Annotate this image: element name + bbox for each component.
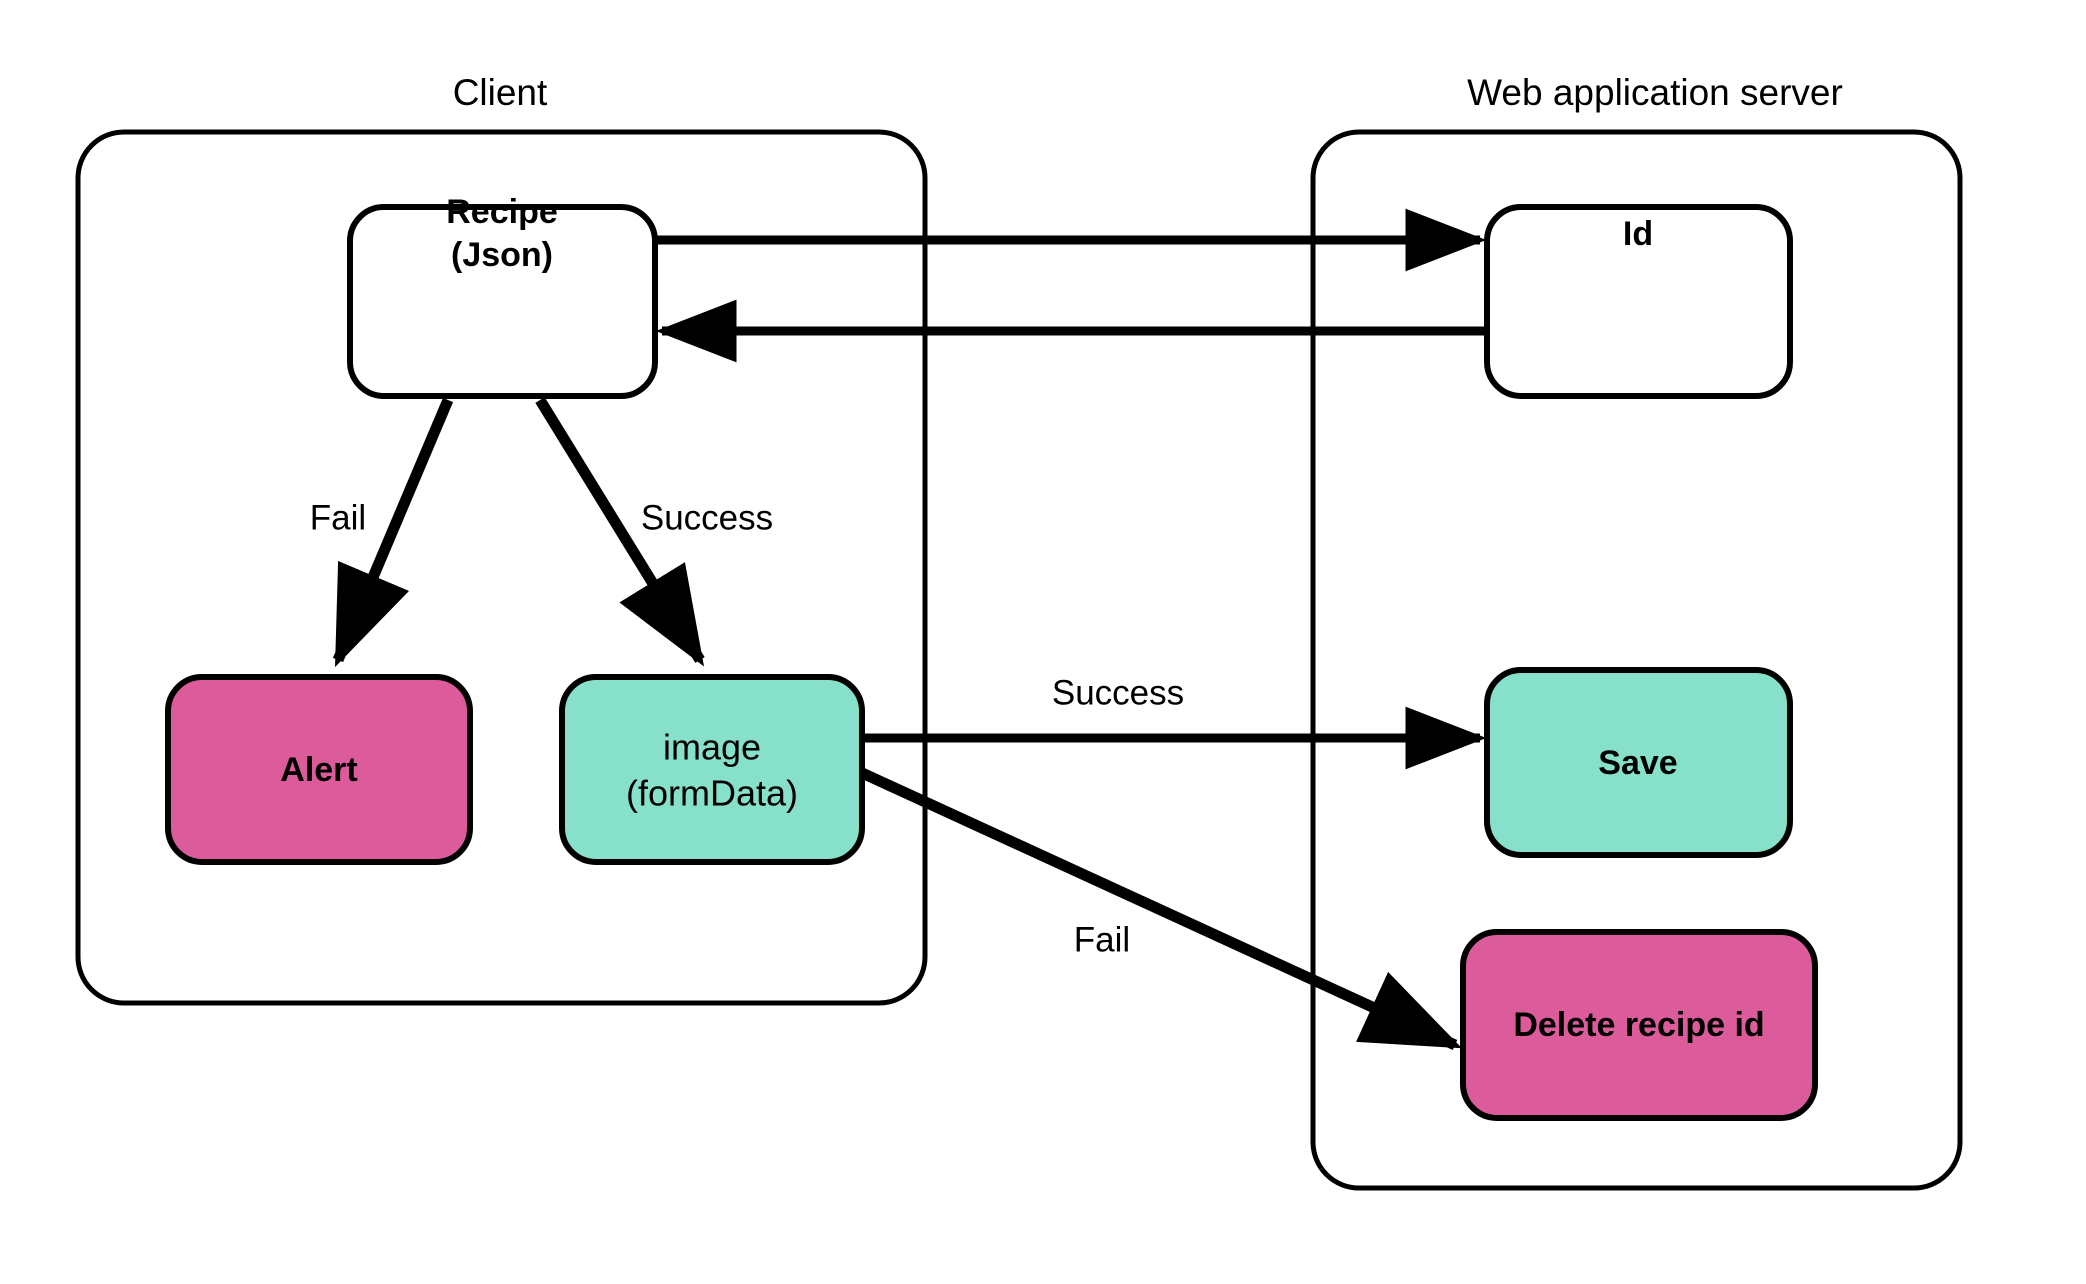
node-image-formdata[interactable] (562, 677, 862, 862)
node-delete-shape[interactable] (1460, 929, 1818, 1121)
node-recipe[interactable] (350, 207, 655, 396)
group-server-container (1310, 129, 1963, 1191)
node-delete-recipe-id[interactable] (1463, 932, 1815, 1118)
edge-recipe-to-alert (332, 397, 454, 668)
edge-image-to-delete (857, 767, 1462, 1050)
node-recipe-shape[interactable] (347, 204, 658, 399)
node-save-shape[interactable] (1484, 667, 1793, 858)
edge-recipe-to-image (535, 397, 705, 667)
node-save[interactable] (1487, 670, 1790, 855)
node-alert[interactable] (168, 677, 470, 862)
node-id-shape[interactable] (1484, 204, 1793, 399)
node-image-shape[interactable] (559, 674, 865, 865)
node-id[interactable] (1487, 207, 1790, 396)
node-alert-shape[interactable] (165, 674, 473, 865)
